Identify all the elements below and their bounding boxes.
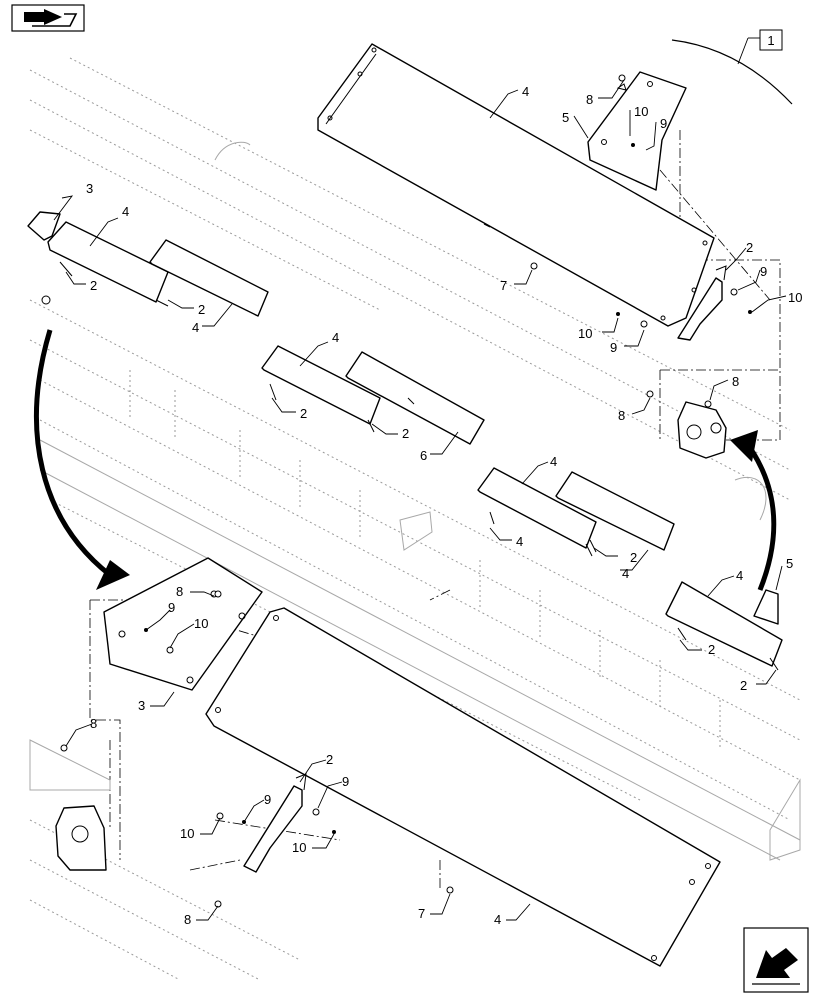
- leader-lines: [53, 79, 787, 921]
- bracket-3-lower: [103, 557, 263, 691]
- mount-lower-left: [29, 739, 111, 871]
- cover-4c: [261, 345, 381, 433]
- callout-2: 2: [708, 642, 715, 657]
- cover-4e: [555, 471, 675, 553]
- large-cover-top: [317, 43, 715, 327]
- callout-10: 10: [634, 104, 648, 119]
- callout-2: 2: [300, 406, 307, 421]
- callout-4: 4: [516, 534, 523, 549]
- callout-7: 7: [500, 278, 507, 293]
- small-cover-3: [27, 211, 61, 241]
- callout-5: 5: [562, 110, 569, 125]
- callout-8: 8: [586, 92, 593, 107]
- cover-6: [345, 351, 485, 445]
- callout-9: 9: [342, 774, 349, 789]
- callout-10: 10: [578, 326, 592, 341]
- callout-labels: 3 4 2 2 4 4 2 2 6 4 8 5 10 9 7 2 9 10 10…: [86, 84, 802, 927]
- callout-2: 2: [326, 752, 333, 767]
- bracket-top-right: [587, 71, 687, 191]
- callout-9: 9: [264, 792, 271, 807]
- callout-8: 8: [184, 912, 191, 927]
- callout-9: 9: [660, 116, 667, 131]
- callout-4: 4: [736, 568, 743, 583]
- callout-8: 8: [176, 584, 183, 599]
- callout-4: 4: [122, 204, 129, 219]
- callout-2: 2: [402, 426, 409, 441]
- callout-5: 5: [786, 556, 793, 571]
- reference-box-label: 1: [767, 33, 774, 48]
- callout-2: 2: [90, 278, 97, 293]
- callout-4: 4: [522, 84, 529, 99]
- callout-4: 4: [494, 912, 501, 927]
- callout-8: 8: [90, 716, 97, 731]
- angle-brace-top-right: [677, 265, 727, 341]
- callout-10: 10: [788, 290, 802, 305]
- mount-upper-right: [677, 401, 727, 459]
- previous-page-icon[interactable]: [11, 4, 85, 32]
- callout-9: 9: [760, 264, 767, 279]
- phantom-lines: [89, 130, 781, 890]
- callout-3: 3: [86, 181, 93, 196]
- cover-4f: [665, 581, 783, 671]
- large-cover-lower: [205, 607, 721, 967]
- next-page-icon[interactable]: [743, 927, 809, 993]
- callout-7: 7: [418, 906, 425, 921]
- callout-9: 9: [168, 600, 175, 615]
- callout-2: 2: [746, 240, 753, 255]
- callout-4: 4: [332, 330, 339, 345]
- angle-brace-lower: [243, 773, 307, 873]
- callout-8: 8: [618, 408, 625, 423]
- callout-10: 10: [180, 826, 194, 841]
- bracket-5-right: [753, 589, 779, 625]
- callout-4: 4: [550, 454, 557, 469]
- callout-10: 10: [292, 840, 306, 855]
- callout-3: 3: [138, 698, 145, 713]
- callout-2: 2: [198, 302, 205, 317]
- callout-2: 2: [740, 678, 747, 693]
- cover-4a: [47, 221, 169, 307]
- flow-arrow-left: [34, 329, 130, 590]
- flow-arrow-right: [730, 430, 777, 591]
- callout-10: 10: [194, 616, 208, 631]
- callout-6: 6: [420, 448, 427, 463]
- callout-9: 9: [610, 340, 617, 355]
- cover-4d: [477, 467, 597, 557]
- callout-2: 2: [630, 550, 637, 565]
- reference-box: 1: [671, 29, 793, 105]
- callout-4: 4: [192, 320, 199, 335]
- cover-4b: [149, 239, 269, 317]
- callout-8: 8: [732, 374, 739, 389]
- callout-4: 4: [622, 566, 629, 581]
